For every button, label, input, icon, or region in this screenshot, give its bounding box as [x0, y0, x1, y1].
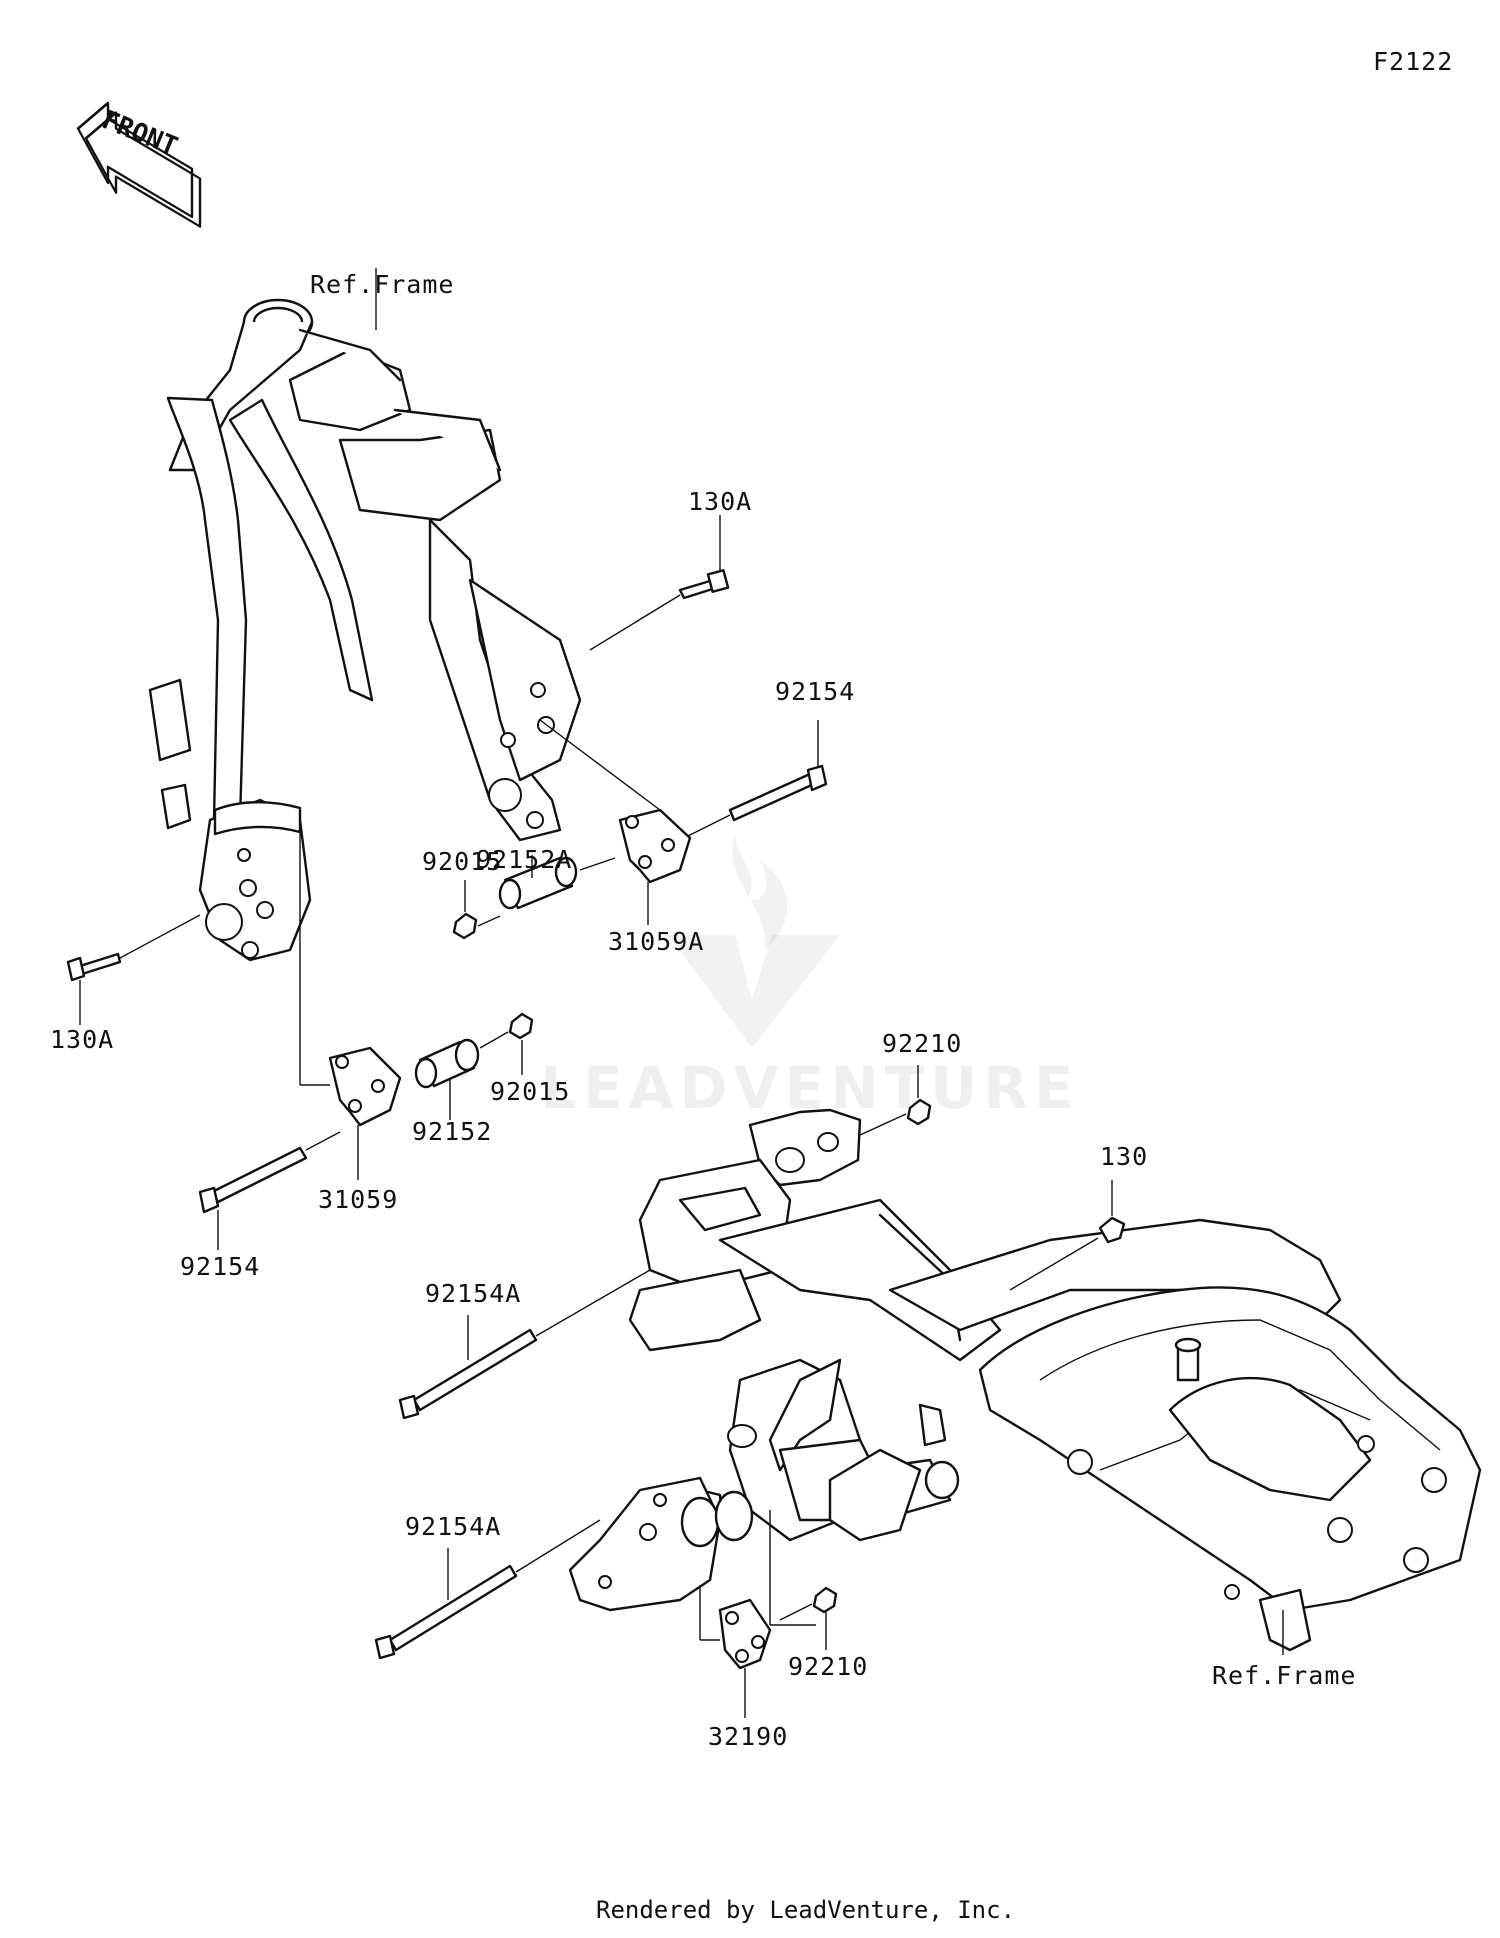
bracket-31059: [299, 830, 402, 1180]
front-arrow-icon: FRONT: [76, 101, 202, 228]
bolt-92154a-lower: [374, 1519, 601, 1660]
label-130a-upper: 130A: [688, 487, 752, 516]
watermark: LEADVENTURE: [540, 835, 1074, 1122]
bolt-92154a-upper: [398, 1269, 651, 1420]
nut-92015-lower: [479, 1012, 534, 1075]
rear-frame-section: [568, 1108, 1482, 1652]
diagram-code: F2122: [1373, 47, 1453, 76]
label-92152: 92152: [412, 1117, 492, 1146]
footer-credit: Rendered by LeadVenture, Inc.: [596, 1896, 1015, 1924]
label-92210-lower: 92210: [788, 1652, 868, 1681]
label-92015-upper: 92015: [422, 847, 502, 876]
nut-92015-upper: [452, 880, 501, 940]
label-130: 130: [1100, 1142, 1148, 1171]
label-ref-frame-top: Ref.Frame: [310, 270, 454, 299]
bolt-130: [1009, 1180, 1126, 1291]
label-92154-lower: 92154: [180, 1252, 260, 1281]
bolt-130a-upper: [589, 515, 730, 651]
collar-92152a: [498, 855, 616, 910]
label-31059a: 31059A: [608, 927, 704, 956]
label-92015-lower: 92015: [490, 1077, 570, 1106]
label-92154a-upper: 92154A: [425, 1279, 521, 1308]
bolt-130a-left: [66, 914, 201, 1025]
label-ref-frame-bottom: Ref.Frame: [1212, 1661, 1356, 1690]
label-31059: 31059: [318, 1185, 398, 1214]
front-frame-section: [148, 298, 582, 962]
bracket-32190: [699, 1510, 816, 1718]
label-92210-upper: 92210: [882, 1029, 962, 1058]
collar-92152: [414, 1038, 480, 1120]
bolt-92154-upper: [679, 720, 828, 841]
nut-92210-lower: [779, 1586, 838, 1650]
label-92154-upper: 92154: [775, 677, 855, 706]
nut-92210-upper: [859, 1065, 932, 1136]
label-130a-left: 130A: [50, 1025, 114, 1054]
label-92152a: 92152A: [476, 845, 572, 874]
label-32190: 32190: [708, 1722, 788, 1751]
bolt-92154-lower: [198, 1131, 341, 1250]
bracket-31059a: [539, 719, 692, 925]
label-92154a-lower: 92154A: [405, 1512, 501, 1541]
